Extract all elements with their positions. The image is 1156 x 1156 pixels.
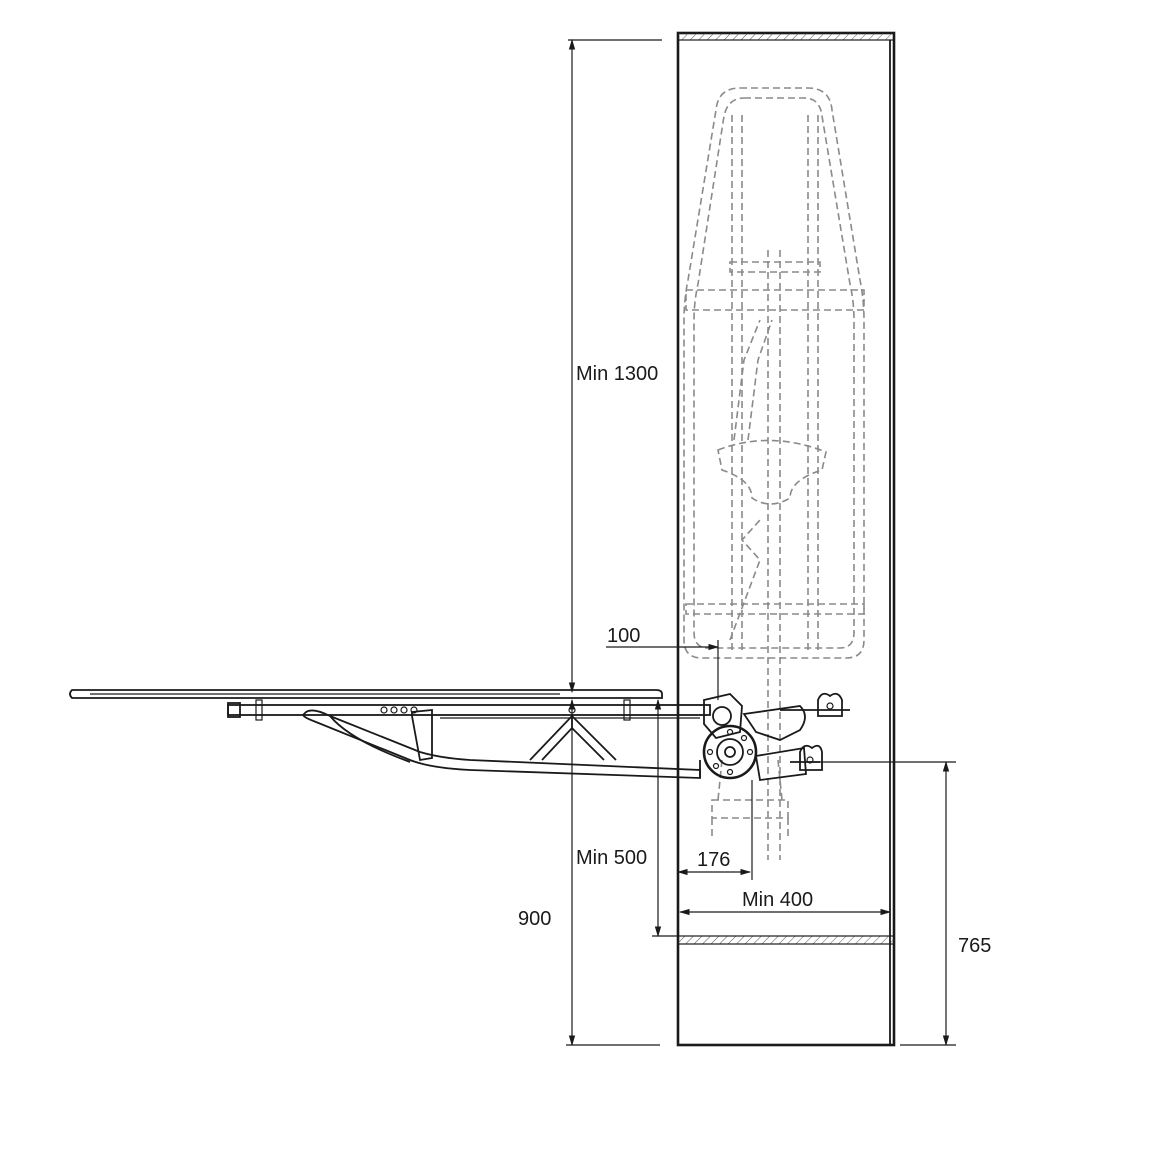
upper-wall-knob [780,692,850,717]
board-under-rail [227,704,711,716]
truss-left [529,714,617,761]
label-100: 100 [607,625,640,647]
gear-axle [724,746,736,758]
label-765: 765 [958,935,991,957]
leg-bracket [411,709,433,762]
rail-clip-right [623,699,631,721]
stored-crossbar-bottom [685,603,865,615]
label-900: 900 [518,908,551,930]
stored-board-outline [683,87,865,659]
label-min-1300: Min 1300 [576,363,658,385]
cabinet-top-panel [677,32,895,41]
label-min-500: Min 500 [576,847,647,869]
gear-wheel [702,724,758,780]
stored-leg-right [777,759,783,801]
rail-end-cap [227,702,241,718]
label-min-400: Min 400 [742,889,813,911]
label-176: 176 [697,849,730,871]
cabinet-shelf [677,935,895,945]
upper-hinge-plate [703,693,743,740]
curved-leg-frame [302,709,701,779]
deployed-ironing-board [69,689,711,779]
stored-foot-bracket [711,799,789,819]
upper-hinge-pivot [712,706,732,726]
stored-leg-left [717,759,723,801]
gear-holes [706,728,754,776]
rail-clip-left [255,699,263,721]
stored-board-inner [693,97,855,649]
stored-strut-upper-2 [733,319,761,441]
lock-plate [742,705,806,741]
lower-lock-plate [754,746,807,782]
dimension-labels: Min 1300 100 Min 500 176 Min 400 900 765 [518,363,991,957]
rail-holes [380,706,576,714]
stored-crossbar-small [729,261,821,273]
stored-strut-upper [747,319,773,441]
stored-mid-bracket [717,439,827,505]
truss-inner [541,726,605,761]
gear-hub [716,738,744,766]
stored-ironing-board [683,87,865,860]
hinge-mechanism [699,692,850,782]
stored-strut-lower [729,519,761,641]
leg-frame-inner-curve [329,715,411,763]
cabinet [676,31,896,1047]
dimension-lines [566,38,956,1047]
board-top-surface [69,689,663,699]
stored-crossbar-top [685,289,865,311]
